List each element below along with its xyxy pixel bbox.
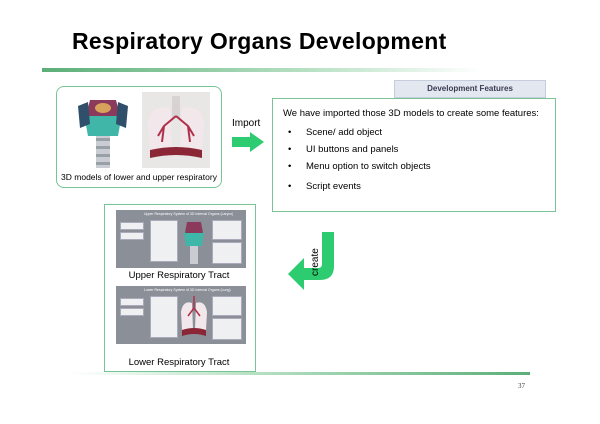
panel-mini [150, 220, 178, 262]
feature-item: •Scene/ add object [288, 127, 383, 138]
create-label-text: create [310, 248, 321, 276]
feature-item: •Menu option to switch objects [288, 161, 431, 172]
feature-text: Scene/ add object [306, 127, 383, 138]
create-arrow-icon [288, 232, 334, 290]
upper-tract-caption: Upper Respiratory Tract [128, 270, 230, 281]
page-title: Respiratory Organs Development [72, 28, 447, 54]
panel-mini [120, 308, 144, 316]
upper-tract-screenshot: Upper Respiratory System of 3D Internal … [116, 210, 246, 268]
feature-text: Menu option to switch objects [306, 161, 431, 172]
import-arrow-icon [232, 132, 264, 152]
panel-mini [212, 242, 242, 264]
models-caption: 3D models of lower and upper respiratory [61, 172, 217, 182]
feature-text: Script events [306, 181, 361, 192]
lower-shot-title: Lower Respiratory System of 3D Internal … [144, 288, 231, 292]
import-label: Import [232, 118, 261, 129]
panel-mini [212, 296, 242, 316]
features-panel [272, 98, 556, 212]
larynx-thumbnail [184, 222, 204, 264]
page-number: 37 [518, 382, 525, 390]
features-intro: We have imported those 3D models to crea… [283, 108, 539, 119]
feature-item: •Script events [288, 181, 361, 192]
upper-shot-title: Upper Respiratory System of 3D Internal … [144, 212, 234, 216]
feature-text: UI buttons and panels [306, 144, 399, 155]
section-badge: Development Features [394, 80, 546, 98]
lower-tract-screenshot: Lower Respiratory System of 3D Internal … [116, 286, 246, 344]
panel-mini [212, 220, 242, 240]
lower-tract-caption: Lower Respiratory Tract [128, 357, 230, 368]
feature-item: •UI buttons and panels [288, 144, 399, 155]
panel-mini [120, 232, 144, 240]
larynx-model-image [74, 94, 132, 168]
panel-mini [120, 298, 144, 306]
footer-divider [70, 372, 530, 375]
title-divider [42, 68, 482, 72]
panel-mini [150, 296, 178, 338]
lungs-model-image [142, 92, 210, 168]
panel-mini [120, 222, 144, 230]
create-label: create [310, 248, 321, 276]
panel-mini [212, 318, 242, 340]
lungs-thumbnail [181, 296, 207, 336]
